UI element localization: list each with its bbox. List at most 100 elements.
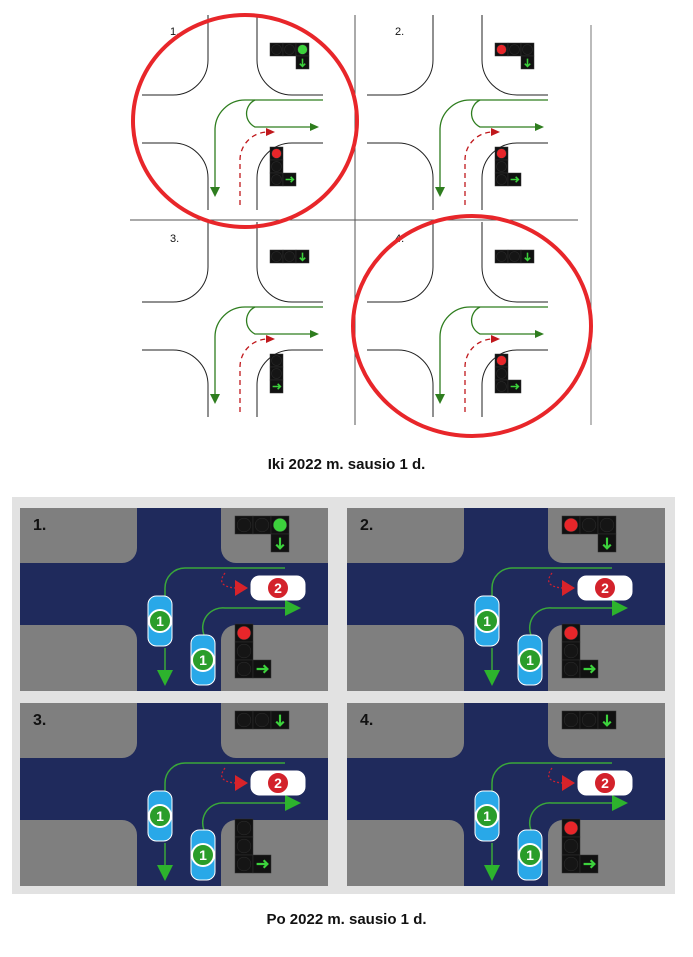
car-badge	[518, 843, 542, 867]
car-badge	[475, 609, 499, 633]
road-corner	[122, 625, 137, 640]
road-edge	[481, 142, 548, 210]
car-badge-number: 1	[199, 847, 207, 863]
arrow-head	[491, 335, 500, 343]
off-lamp	[236, 643, 252, 659]
road-edge	[481, 222, 548, 303]
red-lamp	[563, 625, 579, 641]
arrow-down-icon	[524, 252, 531, 262]
off-lamp	[563, 856, 579, 872]
car: 2	[577, 770, 633, 796]
car: 1	[474, 595, 500, 647]
road-corner	[221, 548, 236, 563]
car-badge-number: 2	[601, 580, 609, 596]
road-corner	[122, 548, 137, 563]
u-turn-path	[245, 306, 315, 335]
highlight-circle-panel-1	[131, 13, 359, 229]
car-badge	[475, 804, 499, 828]
road-edge	[256, 15, 323, 96]
panel-number: 3.	[170, 233, 179, 245]
old-rule-panel-1: 1.	[142, 15, 323, 210]
off-lamp	[271, 174, 282, 185]
off-lamp	[496, 161, 507, 172]
off-lamp	[496, 174, 507, 185]
arrow-head	[285, 795, 301, 811]
road-corner	[449, 743, 464, 758]
car-badge	[518, 648, 542, 672]
car-badge-number: 2	[274, 580, 282, 596]
caption-before-2022: Iki 2022 m. sausio 1 d.	[267, 456, 426, 473]
panel-number: 3.	[33, 712, 46, 729]
car: 1	[190, 634, 216, 686]
left-turn-path	[164, 762, 285, 798]
arrow-right-icon	[510, 176, 520, 183]
panel-number: 4.	[360, 712, 373, 729]
car: 2	[577, 575, 633, 601]
road-edge	[367, 222, 434, 303]
off-lamp	[563, 643, 579, 659]
road-edge	[481, 349, 548, 417]
arrow-down-icon	[275, 714, 285, 727]
road-corner	[548, 625, 563, 640]
arrow-head	[562, 775, 575, 791]
road-corner	[449, 625, 464, 640]
car: 1	[147, 790, 173, 842]
red-lamp	[563, 820, 579, 836]
arrow-right-icon	[272, 383, 282, 390]
road-edge	[142, 222, 209, 303]
off-lamp	[496, 368, 507, 379]
off-lamp	[236, 661, 252, 677]
arrow-head	[157, 670, 173, 686]
off-lamp	[236, 838, 252, 854]
off-lamp	[496, 251, 507, 262]
old-rule-panel-2: 2.	[367, 15, 548, 210]
off-lamp	[599, 517, 615, 533]
car-badge-number: 1	[526, 847, 534, 863]
arrow-right-icon	[510, 383, 520, 390]
arrow-right-icon	[583, 664, 596, 674]
off-lamp	[236, 517, 252, 533]
left-turn-path	[439, 99, 548, 195]
oncoming-right-turn-path	[464, 338, 494, 412]
off-lamp	[271, 355, 282, 366]
road-corner	[221, 743, 236, 758]
arrow-head	[266, 128, 275, 136]
car: 1	[517, 634, 543, 686]
new-rule-panel-2: 2. 11 2	[347, 508, 665, 691]
left-turn-path	[214, 99, 323, 195]
car-badge	[191, 648, 215, 672]
arrow-down-icon	[275, 537, 285, 550]
car: 1	[474, 790, 500, 842]
arrow-head	[535, 330, 544, 338]
off-lamp	[236, 712, 252, 728]
car-badge-number: 2	[601, 775, 609, 791]
arrow-head	[435, 394, 445, 404]
arrow-right-icon	[285, 176, 295, 183]
car-badge	[266, 576, 290, 600]
arrow-head	[562, 580, 575, 596]
arrow-head	[612, 795, 628, 811]
new-rule-panel-3: 3.112	[20, 703, 328, 886]
road-corner	[548, 820, 563, 835]
red-lamp	[496, 355, 507, 366]
car-badge-number: 1	[156, 613, 164, 629]
car-badge	[148, 609, 172, 633]
left-turn-path	[491, 567, 612, 603]
car: 2	[250, 575, 306, 601]
road-corner	[548, 743, 563, 758]
arrow-head	[484, 670, 500, 686]
road-corner	[221, 820, 236, 835]
u-turn-path	[245, 99, 315, 128]
road-corner	[449, 820, 464, 835]
off-lamp	[509, 44, 520, 55]
arrow-head	[435, 187, 445, 197]
panel-number: 2.	[360, 517, 373, 534]
road-corner	[122, 743, 137, 758]
road-corner	[449, 548, 464, 563]
arrow-head	[612, 600, 628, 616]
off-lamp	[563, 712, 579, 728]
off-lamp	[284, 44, 295, 55]
off-lamp	[271, 251, 282, 262]
car: 1	[147, 595, 173, 647]
